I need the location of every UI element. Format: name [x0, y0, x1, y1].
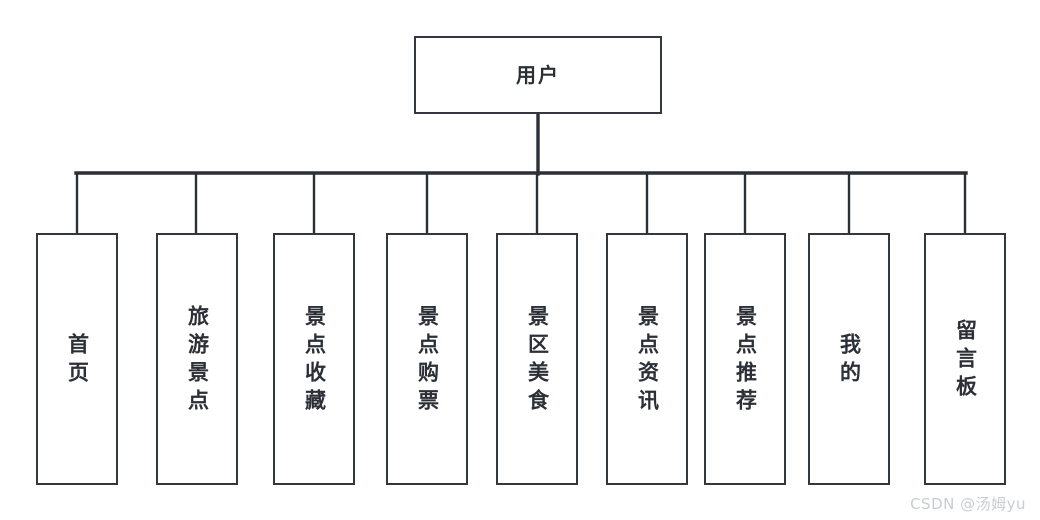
- node-root-label: 用户: [516, 63, 560, 87]
- node-leaf-attraction-ticketing[interactable]: 景点购票: [386, 233, 468, 485]
- node-leaf-attraction-news[interactable]: 景点资讯: [606, 233, 688, 485]
- node-leaf-tourist-attractions[interactable]: 旅游景点: [156, 233, 238, 485]
- node-leaf-attraction-recommendations[interactable]: 景点推荐: [704, 233, 786, 485]
- node-leaf-label: 首页: [65, 332, 90, 389]
- node-leaf-label: 留言板: [953, 318, 978, 403]
- node-leaf-attraction-favorites[interactable]: 景点收藏: [273, 233, 355, 485]
- node-leaf-label: 景区美食: [525, 304, 550, 417]
- node-leaf-message-board[interactable]: 留言板: [924, 233, 1006, 485]
- csdn-watermark: CSDN @汤姆yu: [910, 495, 1026, 513]
- node-leaf-homepage[interactable]: 首页: [36, 233, 118, 485]
- node-root-user[interactable]: 用户: [414, 36, 662, 114]
- node-leaf-scenic-area-food[interactable]: 景区美食: [496, 233, 578, 485]
- node-leaf-label: 景点推荐: [733, 304, 758, 417]
- node-leaf-label: 景点资讯: [635, 304, 660, 417]
- node-leaf-label: 旅游景点: [185, 304, 210, 417]
- node-leaf-label: 我的: [837, 332, 862, 389]
- node-leaf-label: 景点收藏: [302, 304, 327, 417]
- node-leaf-mine[interactable]: 我的: [808, 233, 890, 485]
- node-leaf-label: 景点购票: [415, 304, 440, 417]
